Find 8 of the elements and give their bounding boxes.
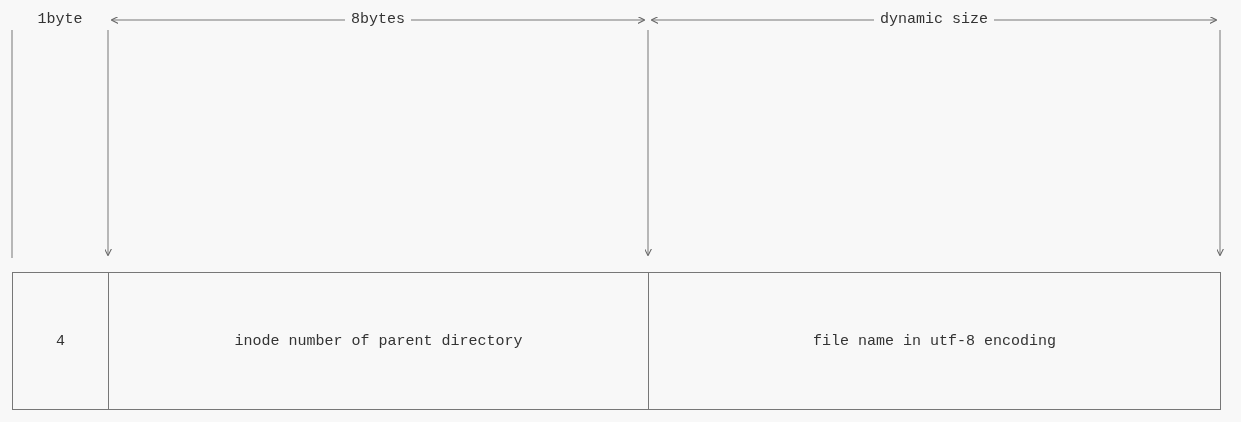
record-field [109, 272, 649, 410]
record-field [12, 272, 109, 410]
field-text: 4 [56, 332, 65, 350]
dimension-label: 8bytes [345, 11, 411, 29]
field-text: inode number of parent directory [234, 332, 523, 350]
dimension-label: dynamic size [874, 11, 995, 29]
field-text: file name in utf-8 encoding [812, 332, 1056, 350]
record-field [649, 272, 1221, 410]
